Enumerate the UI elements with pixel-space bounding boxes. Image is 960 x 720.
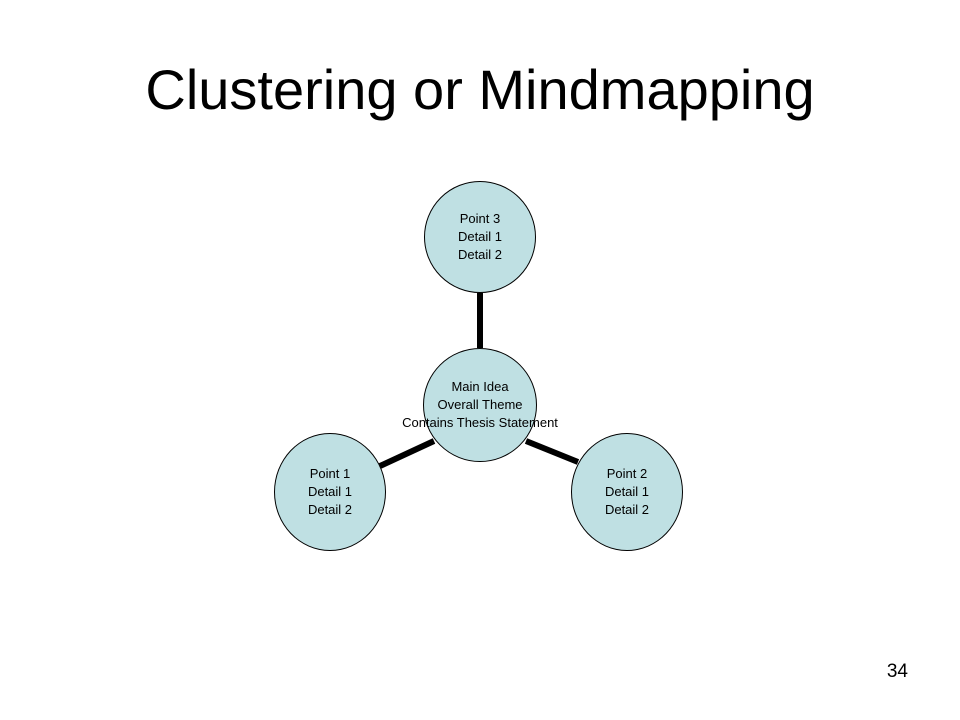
- node-main-idea-theme: Overall Theme: [437, 397, 523, 412]
- connector-center-to-point-2: [524, 438, 580, 465]
- node-point-1: Point 1 Detail 1 Detail 2: [274, 433, 386, 551]
- node-point-2-heading: Point 2: [606, 466, 648, 481]
- node-point-1-detail-1: Detail 1: [307, 484, 353, 499]
- node-point-1-detail-2: Detail 2: [307, 502, 353, 517]
- node-main-idea-heading: Main Idea: [451, 379, 509, 394]
- node-point-3-heading: Point 3: [459, 211, 501, 226]
- page-number: 34: [886, 661, 908, 682]
- connector-center-to-point-1: [378, 438, 436, 469]
- node-point-3: Point 3 Detail 1 Detail 2: [424, 181, 536, 293]
- node-point-2-detail-1: Detail 1: [604, 484, 650, 499]
- node-main-idea-thesis: Contains Thesis Statement: [402, 415, 558, 430]
- node-point-3-detail-1: Detail 1: [457, 229, 503, 244]
- slide-title: Clustering or Mindmapping: [145, 58, 815, 121]
- node-point-2-detail-2: Detail 2: [604, 502, 650, 517]
- node-main-idea: Main Idea Overall Theme Contains Thesis …: [402, 348, 558, 462]
- node-point-2: Point 2 Detail 1 Detail 2: [571, 433, 683, 551]
- node-point-1-heading: Point 1: [309, 466, 351, 481]
- node-point-3-detail-2: Detail 2: [457, 247, 503, 262]
